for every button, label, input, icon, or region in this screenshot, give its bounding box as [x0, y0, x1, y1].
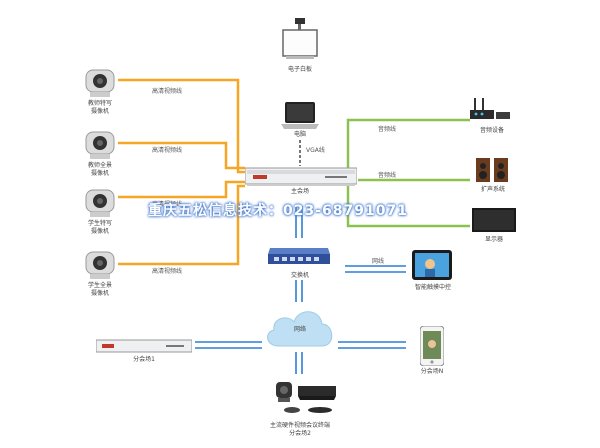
camera-label: 教师全景 摄像机 [87, 162, 112, 177]
watermark: 重庆五松信息技术：023-68791071 [148, 203, 408, 219]
network-wire-label: 网线 [372, 258, 385, 265]
camera-icon [84, 124, 116, 164]
laptop-label: 电脑 [293, 131, 306, 138]
tablet-icon [412, 250, 452, 284]
branch-label: 主流硬件视频会议终端 分会场2 [270, 422, 331, 437]
whiteboard-icon [282, 18, 318, 68]
camera-label: 学生特写 摄像机 [87, 220, 112, 235]
cloud-label: 网络 [293, 326, 306, 333]
display-icon [472, 208, 516, 238]
host-rack-icon [244, 166, 358, 192]
camera-label: 教师特写 摄像机 [87, 100, 112, 115]
hd-video-wire-label: 高清视频线 [152, 201, 183, 208]
camera-icon [84, 244, 116, 284]
branch-label: 分会场N [420, 368, 444, 375]
tablet-label: 智能触摸中控 [414, 284, 451, 291]
branch-label: 分会场1 [133, 356, 155, 363]
switch-label: 交换机 [290, 272, 309, 279]
cloud-icon [262, 302, 338, 356]
audio-wire-label: 音频线 [378, 126, 397, 133]
hd-video-wire-label: 高清视频线 [152, 147, 183, 154]
host-label: 主会场 [290, 188, 309, 195]
camera-icon [84, 182, 116, 222]
network-lines [195, 206, 406, 374]
phone-icon [419, 325, 445, 370]
vga-wire-label: VGA线 [306, 147, 325, 154]
audio-lines [346, 118, 470, 228]
camera-icon [84, 62, 116, 102]
hd-video-wire-label: 高清视频线 [152, 268, 183, 275]
speaker-icon [474, 158, 512, 188]
whiteboard-label: 电子白板 [287, 66, 312, 73]
audio-equipment-label: 音频设备 [479, 127, 504, 134]
hd-video-wire-label: 高清视频线 [152, 88, 183, 95]
laptop-icon [280, 102, 320, 134]
video-terminal-icon [272, 380, 340, 424]
hd-video-lines [118, 78, 245, 266]
camera-label: 学生全景 摄像机 [87, 282, 112, 297]
audio-wire-label: 音频线 [378, 172, 397, 179]
switch-icon [266, 244, 332, 272]
speaker-label: 扩声系统 [480, 186, 505, 193]
audio-equipment-icon [470, 96, 510, 130]
display-label: 显示器 [484, 236, 503, 243]
